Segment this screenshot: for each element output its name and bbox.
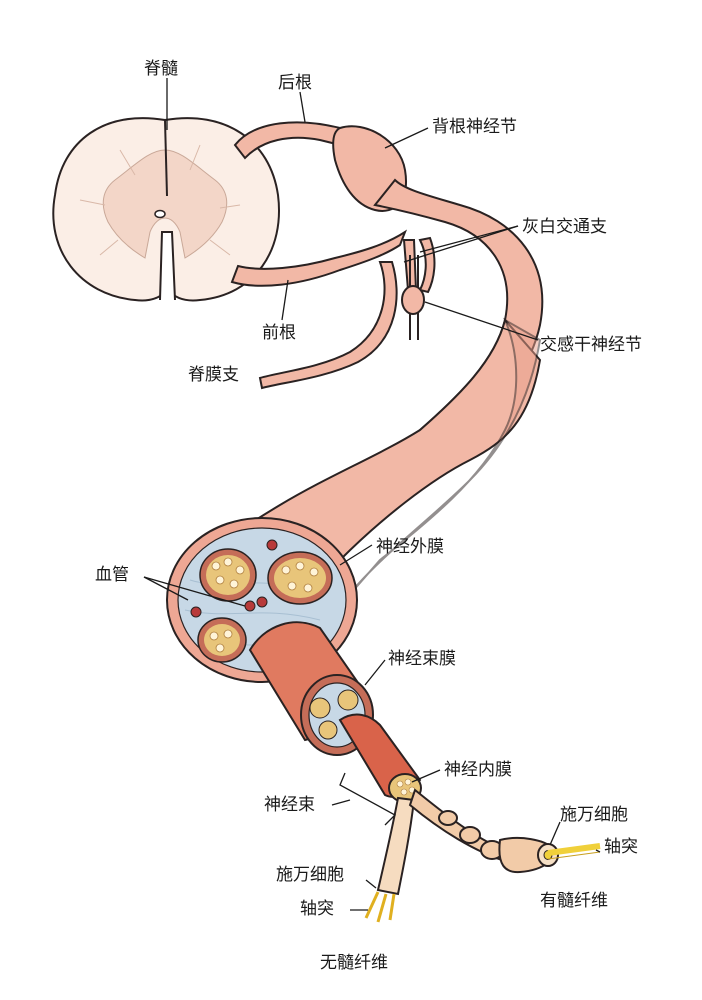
label-endoneurium: 神经内膜	[444, 760, 512, 780]
label-perineurium: 神经束膜	[388, 649, 456, 669]
labels: 脊髓 后根 背根神经节 灰白交通支 前根 交感干神经节 脊膜支 神经外膜 血管 …	[95, 59, 642, 973]
label-axon-unmyelinated: 轴突	[300, 899, 334, 919]
myelinated-fiber-illustration	[408, 788, 601, 874]
blood-vessels	[190, 539, 278, 618]
label-axon-myelinated: 轴突	[604, 837, 638, 857]
label-spinal-cord: 脊髓	[144, 59, 178, 79]
label-schwann-cell-unmyelinated: 施万细胞	[276, 865, 344, 885]
label-schwann-cell-myelinated: 施万细胞	[560, 805, 628, 825]
spinal-cord	[52, 117, 280, 302]
label-unmyelinated-fiber: 无髓纤维	[320, 953, 388, 973]
perineurium-tube	[248, 621, 422, 803]
leader-lines	[143, 78, 601, 911]
label-dorsal-root-ganglion: 背根神经节	[432, 117, 517, 137]
label-myelinated-fiber: 有髓纤维	[540, 891, 608, 911]
label-ventral-root: 前根	[262, 323, 296, 343]
label-rami-communicantes: 灰白交通支	[522, 217, 607, 237]
label-blood-vessel: 血管	[95, 565, 129, 585]
label-fascicle: 神经束	[264, 795, 315, 815]
unmyelinated-fiber-illustration	[364, 796, 416, 923]
label-dorsal-root: 后根	[278, 73, 312, 93]
label-meningeal-branch: 脊膜支	[188, 365, 239, 385]
label-sympathetic-ganglion: 交感干神经节	[540, 335, 642, 355]
label-epineurium: 神经外膜	[376, 537, 444, 557]
